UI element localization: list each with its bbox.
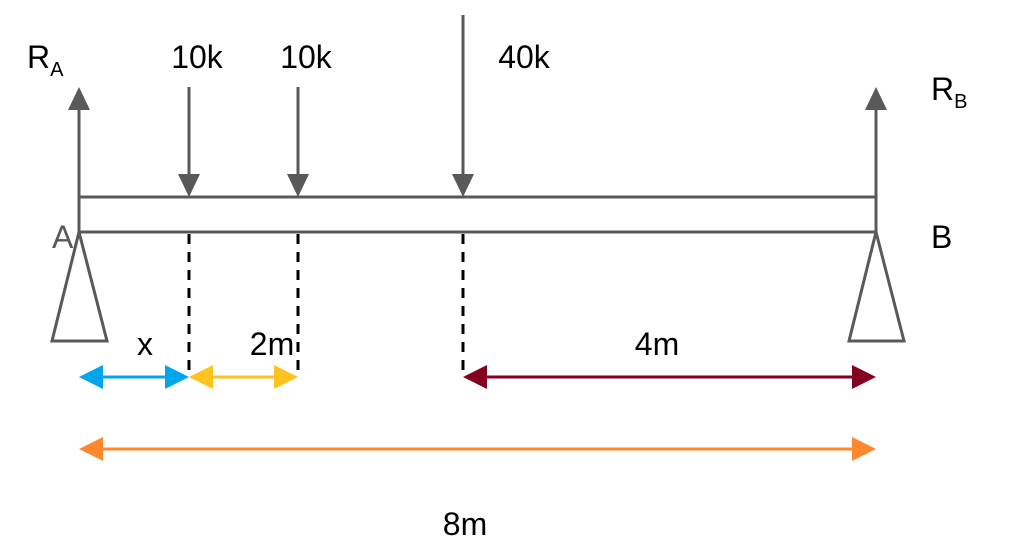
dim-arrow-8m	[79, 437, 876, 461]
load-arrow-2	[287, 87, 309, 197]
dim-arrow-x	[79, 365, 189, 389]
reaction-label-a: RA	[27, 39, 64, 81]
load-label-2: 10k	[280, 39, 333, 75]
reaction-arrow-a	[68, 87, 90, 232]
dim-label-2m: 2m	[250, 326, 294, 362]
dim-arrow-4m	[463, 365, 876, 389]
dim-label-x: x	[137, 326, 153, 362]
dashed-guides	[187, 234, 465, 372]
dim-label-4m: 4m	[635, 326, 679, 362]
support-b-triangle	[847, 231, 906, 343]
beam	[77, 195, 878, 234]
dim-label-8m: 8m	[443, 506, 487, 542]
dim-arrow-2m	[189, 365, 298, 389]
support-label-b: B	[931, 219, 952, 255]
support-label-a: A	[52, 219, 74, 255]
load-label-3: 40k	[498, 39, 551, 75]
support-a-triangle	[50, 231, 109, 343]
reaction-label-b: RB	[931, 71, 967, 113]
load-arrow-3	[452, 15, 474, 197]
load-arrow-1	[178, 87, 200, 197]
load-label-1: 10k	[171, 39, 224, 75]
reaction-arrow-b	[865, 87, 887, 197]
